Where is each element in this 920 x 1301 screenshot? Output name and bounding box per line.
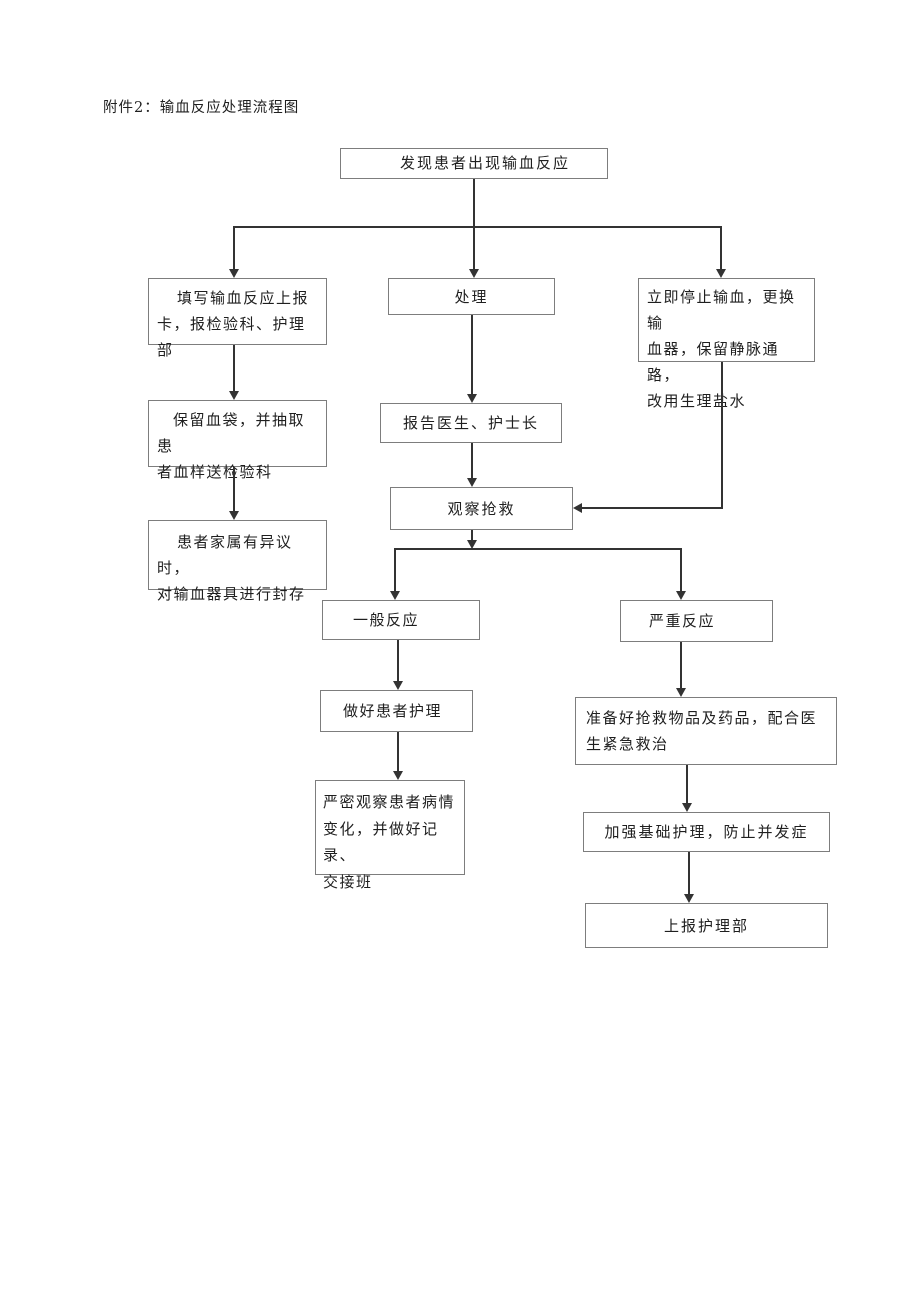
connector-keepbag-family [233,467,235,512]
connector-basiccare-reportnursing [688,852,690,895]
connector-prepare-basiccare [686,765,688,804]
arrowhead-to-basic-care [682,803,692,812]
connector-branch1-horizontal [233,226,722,228]
flow-node-patient-care: 做好患者护理 [320,690,473,732]
flow-node-prepare-rescue: 准备好抢救物品及药品，配合医 生紧急救治 [575,697,837,765]
connector-branch2-left [394,548,396,592]
connector-start-down [473,179,475,227]
arrowhead-to-prepare-rescue [676,688,686,697]
arrowhead-to-observe-rescue [467,478,477,487]
arrowhead-to-report-doctor [467,394,477,403]
arrowhead-branch2-junction [467,540,477,549]
connector-branch1-left [233,226,235,270]
arrowhead-to-stop-transfusion [716,269,726,278]
flow-node-family-objection: 患者家属有异议时， 对输血器具进行封存 [148,520,327,603]
connector-branch1-right [720,226,722,270]
connector-branch1-middle [473,226,475,270]
arrowhead-to-report-card [229,269,239,278]
flow-node-stop-transfusion: 立即停止输血，更换输 血器，保留静脉通路， 改用生理盐水 [638,278,815,410]
flow-node-mild-reaction: 一般反应 [322,600,480,640]
connector-stoptransfusion-down [721,362,723,508]
flow-node-close-observe: 严密观察患者病情 变化，并做好记录、 交接班 [315,780,465,891]
connector-patientcare-closeobserve [397,732,399,772]
arrowhead-to-report-nursing [684,894,694,903]
page-title: 附件2：输血反应处理流程图 [103,100,300,116]
flow-node-handle: 处理 [388,278,555,315]
connector-mild-patientcare [397,640,399,682]
connector-elbow-horizontal [581,507,723,509]
flow-node-severe-reaction: 严重反应 [620,600,773,642]
arrowhead-to-keep-blood-bag [229,391,239,400]
arrowhead-to-close-observe [393,771,403,780]
flow-node-observe-rescue: 观察抢救 [390,487,573,530]
connector-branch2-horizontal [394,548,682,550]
flow-node-start: 发现患者出现输血反应 [340,148,608,179]
connector-reportcard-keepbag [233,345,235,392]
connector-observe-down [471,530,473,542]
arrowhead-to-severe-reaction [676,591,686,600]
arrowhead-to-handle [469,269,479,278]
arrowhead-to-observe-rescue-right [573,503,582,513]
flow-node-basic-care: 加强基础护理，防止并发症 [583,812,830,852]
connector-severe-prepare [680,642,682,689]
connector-branch2-right [680,548,682,592]
arrowhead-to-patient-care [393,681,403,690]
connector-handle-reportdoctor [471,315,473,395]
flow-node-report-doctor: 报告医生、护士长 [380,403,562,443]
arrowhead-to-family-objection [229,511,239,520]
flow-node-report-nursing: 上报护理部 [585,903,828,948]
flow-node-keep-blood-bag: 保留血袋，并抽取患 者血样送检验科 [148,400,327,481]
arrowhead-to-mild-reaction [390,591,400,600]
flow-node-report-card: 填写输血反应上报 卡，报检验科、护理部 [148,278,327,359]
connector-reportdoctor-observe [471,443,473,479]
